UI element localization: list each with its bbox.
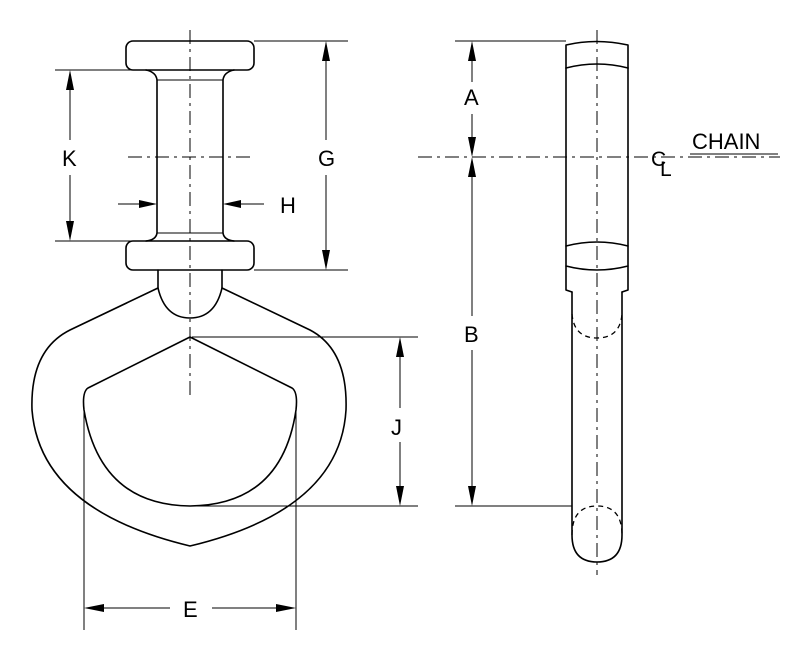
side-dimensions: C L CHAIN A B <box>418 40 780 507</box>
centerline-c-symbol: C <box>651 148 666 171</box>
dimension-g-label: G <box>318 146 335 171</box>
dimension-b-label: B <box>464 322 479 347</box>
dimension-k-label: K <box>62 146 77 171</box>
chain-label: CHAIN <box>692 129 760 154</box>
front-dimensions: K G H J E <box>55 40 418 630</box>
dimension-e-label: E <box>183 597 198 622</box>
hidden-lower-arc <box>571 505 623 536</box>
bail-outer <box>31 287 347 547</box>
dimension-a-label: A <box>464 85 479 110</box>
dimension-j-label: J <box>391 415 402 440</box>
bail-inner <box>82 336 298 507</box>
neck <box>157 269 223 319</box>
side-view <box>565 30 629 575</box>
front-view <box>31 30 347 547</box>
dimension-h-label: H <box>280 193 296 218</box>
centerline-l-symbol: L <box>660 158 672 181</box>
